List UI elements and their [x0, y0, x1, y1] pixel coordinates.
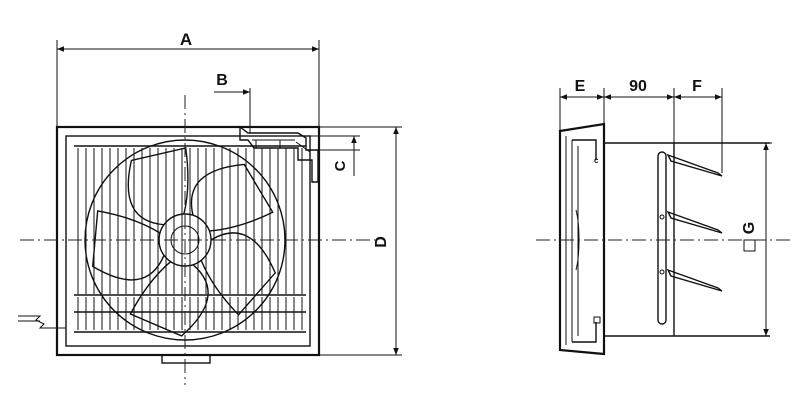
fan-blade — [129, 261, 209, 337]
fan-blades — [91, 147, 277, 337]
label-90: 90 — [629, 78, 647, 95]
label-g-square — [743, 239, 756, 252]
top-bracket-detail — [252, 135, 311, 153]
rail-screw-1 — [659, 214, 665, 220]
front-view: A B C D — [18, 30, 402, 385]
label-f: F — [692, 78, 702, 95]
shutter-blade-1 — [666, 153, 723, 177]
front-inner-frame — [65, 135, 311, 347]
shutter-blade-3 — [666, 268, 723, 292]
fan-blade — [127, 147, 189, 226]
bracket-tab — [255, 139, 281, 149]
fan-blade — [200, 232, 277, 316]
side-view: c E 90 F G — [536, 78, 790, 356]
side-face-lip — [572, 139, 597, 343]
side-mark-top: c — [594, 156, 599, 165]
bottom-tab — [161, 354, 211, 364]
mount-rail — [657, 151, 667, 325]
label-d: D — [373, 236, 390, 248]
power-cord — [18, 315, 66, 329]
label-a: A — [180, 30, 192, 49]
side-mark-bottom — [593, 316, 601, 324]
front-outer-frame — [55, 125, 321, 357]
rail-screw-2 — [659, 269, 665, 275]
side-face-plate — [558, 122, 606, 356]
top-bracket — [239, 125, 319, 183]
shutter-blade-2 — [666, 210, 723, 234]
label-e: E — [575, 78, 586, 95]
fan-blade — [91, 210, 165, 281]
grille-louvers — [77, 148, 303, 330]
fan-blade — [190, 163, 274, 232]
label-g: G — [741, 222, 758, 234]
label-b: B — [216, 72, 228, 89]
side-body — [604, 142, 770, 337]
label-c: C — [332, 160, 349, 171]
